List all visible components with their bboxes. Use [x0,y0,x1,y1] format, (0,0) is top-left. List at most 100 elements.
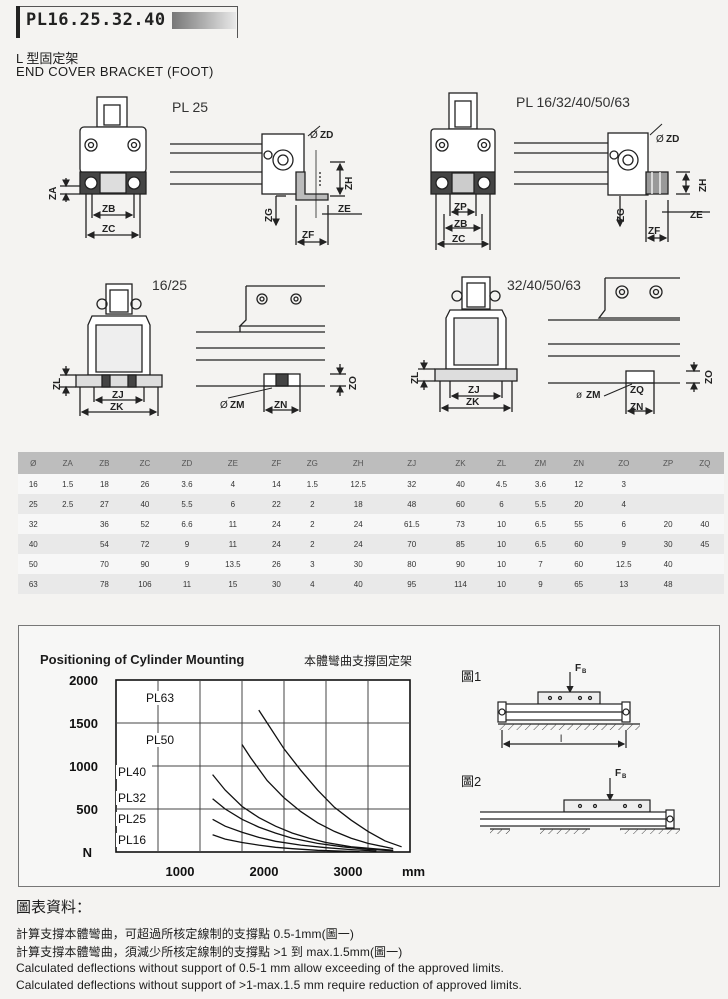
table-cell: 48 [384,494,439,514]
table-cell: 10 [482,514,521,534]
table-cell [685,574,724,594]
table-cell: 114 [438,574,483,594]
table-cell: 20 [560,494,597,514]
table-header-cell: ZB [86,452,122,474]
series-line-pl16 [212,834,360,853]
table-cell: 55 [560,514,597,534]
table-cell: 18 [86,474,122,494]
table-header-cell: ZF [259,452,294,474]
figure-2 [480,778,680,834]
table-cell: 24 [259,534,294,554]
table-cell: 3.6 [167,474,207,494]
table-cell: 54 [86,534,122,554]
table-cell: 4 [597,494,651,514]
length-label: l [560,734,562,745]
diameter-symbol-3: Ø [220,400,228,411]
dim-zk-5: ZK [466,397,480,408]
table-header-cell: ZG [293,452,332,474]
drawing-16-25-front [60,283,163,416]
table-cell: 9 [167,554,207,574]
technical-drawings: ZA ZB ZC ZD ZH ZE ZG ZF ZP ZB ZC ZD ZH Z… [48,92,715,416]
table-cell: 40 [18,534,49,554]
table-header-cell: ZA [48,452,87,474]
table-cell: 11 [206,514,260,534]
dim-zd-2: ZD [666,134,679,145]
table-cell: 60 [438,494,483,514]
y-tick-label: 500 [76,802,98,817]
table-header-cell: ZN [560,452,597,474]
series-label-pl16: PL16 [118,833,146,847]
table-cell: 12.5 [331,474,385,494]
table-cell: 61.5 [384,514,439,534]
table-cell: 90 [438,554,483,574]
table-cell [48,514,87,534]
note-line-3: Calculated deflections without support o… [16,961,504,975]
drawing-pl16-63-front [430,92,496,250]
table-cell [48,534,87,554]
table-cell: 6 [482,494,521,514]
table-cell: 20 [650,514,686,534]
drawing-32-63-front [418,276,518,412]
table-cell: 16 [18,474,49,494]
table-cell [685,474,724,494]
dim-zf-1: ZF [302,230,314,241]
table-cell: 10 [482,574,521,594]
table-cell: 24 [331,534,385,554]
table-header-cell: ZH [331,452,385,474]
note-line-1: 計算支撐本體彎曲，可超過所核定線制的支撐點 0.5-1mm(圖一) [16,927,354,941]
table-cell: 70 [86,554,122,574]
table-cell: 9 [520,574,561,594]
figure-2-label: 圖2 [461,774,482,789]
table-cell: 78 [86,574,122,594]
x-axis-label: mm [402,864,425,879]
table-cell: 40 [331,574,385,594]
dim-zd-1: ZD [320,130,333,141]
series-label-bg [116,812,152,826]
table-header-cell: ZM [520,452,561,474]
chart-title: Positioning of Cylinder Mounting [40,652,245,667]
force-label-1: F [575,663,581,674]
notes-title: 圖表資料： [16,899,92,916]
dim-zp-2: ZP [454,202,467,213]
table-cell: 2.5 [48,494,87,514]
figure-1 [497,672,640,748]
table-cell: 13 [597,574,651,594]
series-label-pl32: PL32 [118,791,146,805]
table-cell: 4.5 [482,474,521,494]
table-header-cell: ZD [167,452,207,474]
note-line-2: 計算支撐本體彎曲，須減少所核定線制的支撐點 >1 到 max.1.5mm(圖一) [16,945,403,959]
table-header-cell: ZP [650,452,686,474]
y-tick-label: 2000 [69,673,98,688]
dim-zn-4: ZN [274,400,287,411]
table-cell: 48 [650,574,686,594]
diagram-label-pl16-63: PL 16/32/40/50/63 [516,94,630,110]
dim-za-1: ZA [48,187,59,200]
subtitle-chinese: L 型固定架 [16,51,79,66]
dim-zj-3: ZJ [112,390,124,401]
series-label-bg [144,733,180,747]
table-cell: 63 [18,574,49,594]
table-cell: 24 [259,514,294,534]
table-cell: 80 [384,554,439,574]
table-cell: 11 [167,574,207,594]
diameter-symbol-4: ø [576,390,582,401]
table-cell: 9 [167,534,207,554]
force-sub-2: B [622,774,627,780]
table-cell: 106 [121,574,168,594]
dim-zq-6: ZQ [630,385,644,396]
table-cell: 26 [259,554,294,574]
table-header-cell: ZC [121,452,168,474]
table-cell: 72 [121,534,168,554]
table-cell: 90 [121,554,168,574]
header-accent-bar [16,6,20,38]
x-tick-label: 1000 [166,864,195,879]
table-cell [685,554,724,574]
dim-zk-3: ZK [110,402,124,413]
chart-title-chinese: 本體彎曲支撐固定架 [304,654,413,668]
drawing-32-63-rail [548,277,700,415]
